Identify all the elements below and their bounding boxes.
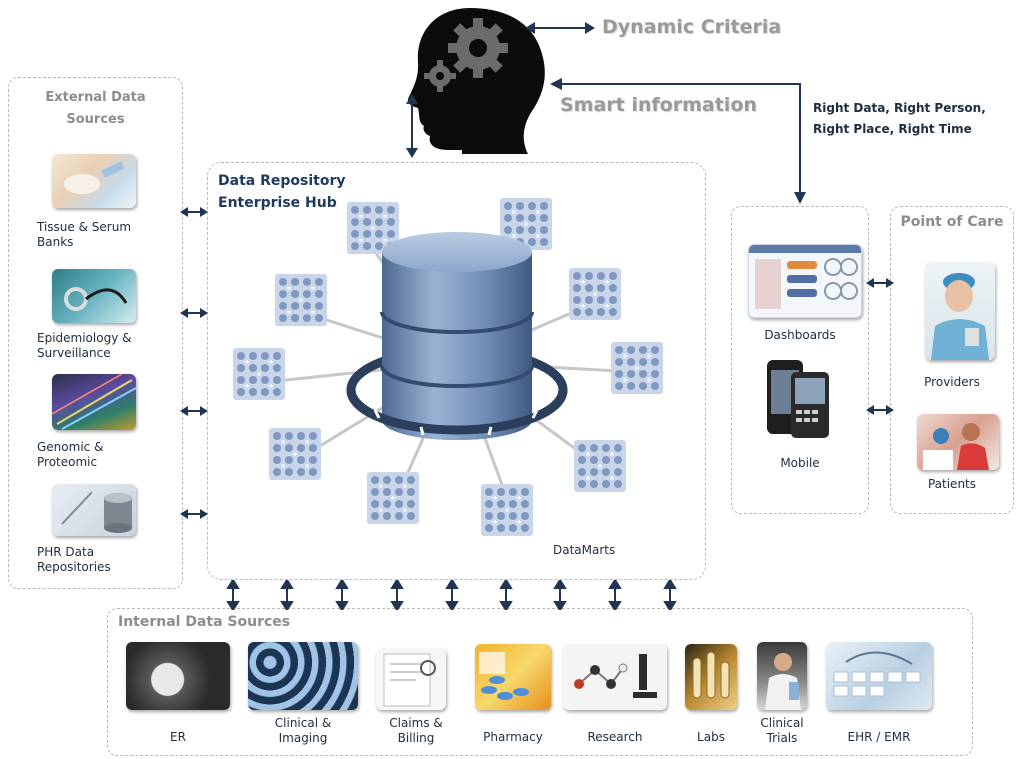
provider-photo-icon	[925, 262, 995, 360]
stethoscope-icon	[52, 269, 136, 323]
claims-document-icon	[376, 648, 446, 710]
external-sources-title: External Data Sources	[8, 87, 183, 131]
internal-item-er: ER	[118, 730, 238, 745]
internal-item-claims-line1: Claims &	[389, 716, 443, 730]
database-icon	[52, 484, 136, 536]
external-title-line1: External Data	[45, 90, 146, 105]
internal-sources-panel	[107, 608, 973, 756]
labs-tubes-icon	[685, 644, 737, 710]
right-data-line1: Right Data, Right Person,	[813, 101, 986, 115]
pharmacy-pills-icon	[475, 644, 551, 710]
dashboards-label: Dashboards	[764, 328, 836, 342]
internal-item-research-line1: Research	[587, 730, 643, 744]
external-item-genomic-line2: Proteomic	[37, 455, 98, 469]
external-item-phr: PHR Data Repositories	[37, 545, 177, 575]
external-item-phr-line2: Repositories	[37, 560, 111, 574]
tissue-sample-icon	[52, 154, 136, 208]
internal-sources-title: Internal Data Sources	[118, 614, 291, 630]
arrow-head-dynamic-criteria	[525, 22, 595, 34]
dna-sequence-icon	[52, 374, 136, 430]
internal-item-pharmacy: Pharmacy	[453, 730, 573, 745]
research-molecule-icon	[563, 644, 667, 710]
er-photo-icon	[126, 642, 230, 710]
ehr-keyboard-icon	[826, 642, 932, 710]
external-item-epidemiology-line1: Epidemiology &	[37, 331, 132, 345]
arrows-hub-internal	[226, 580, 677, 610]
imaging-scan-icon	[248, 642, 358, 710]
right-data-label: Right Data, Right Person, Right Place, R…	[813, 98, 986, 140]
external-title-line2: Sources	[66, 112, 125, 127]
arrow-mobile-patients	[866, 405, 894, 415]
right-data-line2: Right Place, Right Time	[813, 122, 972, 136]
internal-item-clinical-trials-line2: Trials	[766, 731, 798, 745]
arrow-smart-information	[550, 78, 806, 204]
external-item-epidemiology-line2: Surveillance	[37, 346, 111, 360]
arrow-dashboards-providers	[866, 278, 894, 288]
internal-item-claims: Claims & Billing	[356, 716, 476, 746]
internal-item-ehr: EHR / EMR	[819, 730, 939, 745]
internal-item-clinical-trials-line1: Clinical	[760, 716, 804, 730]
external-item-tissue-line1: Tissue & Serum	[37, 220, 132, 234]
arrow-external-tissue	[180, 207, 208, 217]
external-item-tissue-line2: Banks	[37, 235, 74, 249]
brain-gears-icon	[408, 4, 548, 154]
patients-label: Patients	[927, 477, 977, 491]
internal-item-labs: Labs	[651, 730, 771, 745]
internal-item-pharmacy-line1: Pharmacy	[483, 730, 543, 744]
hub-title-line2: Enterprise Hub	[218, 195, 337, 211]
providers-label: Providers	[924, 375, 980, 389]
patient-photo-icon	[917, 414, 999, 470]
internal-item-clinical-trials: Clinical Trials	[722, 716, 842, 746]
hub-title-line1: Data Repository	[218, 173, 346, 189]
hub-panel	[207, 162, 706, 580]
smart-information-label: Smart information	[560, 94, 757, 116]
datamarts-label: DataMarts	[553, 543, 616, 557]
dashboard-icon	[748, 244, 862, 318]
arrow-head-hub	[406, 94, 418, 158]
internal-item-claims-line2: Billing	[397, 731, 435, 745]
data-repository-diagram	[233, 198, 663, 536]
clinical-trials-icon	[757, 642, 807, 710]
hub-title: Data Repository Enterprise Hub	[218, 170, 345, 214]
external-sources-panel	[8, 77, 183, 589]
mobile-label: Mobile	[780, 456, 820, 470]
internal-item-clinical-imaging-line1: Clinical &	[274, 716, 332, 730]
arrow-external-genomic	[180, 406, 208, 416]
mobile-phone-icon	[765, 358, 831, 440]
external-item-tissue: Tissue & Serum Banks	[37, 220, 177, 250]
point-of-care-panel	[890, 206, 1014, 514]
internal-item-ehr-line1: EHR / EMR	[847, 730, 911, 744]
external-item-genomic: Genomic & Proteomic	[37, 440, 177, 470]
arrow-external-epidemiology	[180, 308, 208, 318]
internal-item-clinical-imaging-line2: Imaging	[278, 731, 328, 745]
external-item-epidemiology: Epidemiology & Surveillance	[37, 331, 177, 361]
external-item-phr-line1: PHR Data	[37, 545, 95, 559]
point-of-care-title: Point of Care	[900, 214, 1004, 230]
internal-item-research: Research	[555, 730, 675, 745]
dynamic-criteria-label: Dynamic Criteria	[602, 16, 782, 38]
external-item-genomic-line1: Genomic &	[37, 440, 104, 454]
arrow-external-phr	[180, 509, 208, 519]
internal-item-labs-line1: Labs	[697, 730, 725, 744]
internal-item-clinical-imaging: Clinical & Imaging	[243, 716, 363, 746]
delivery-panel	[731, 206, 869, 514]
internal-item-er-line1: ER	[170, 730, 186, 744]
